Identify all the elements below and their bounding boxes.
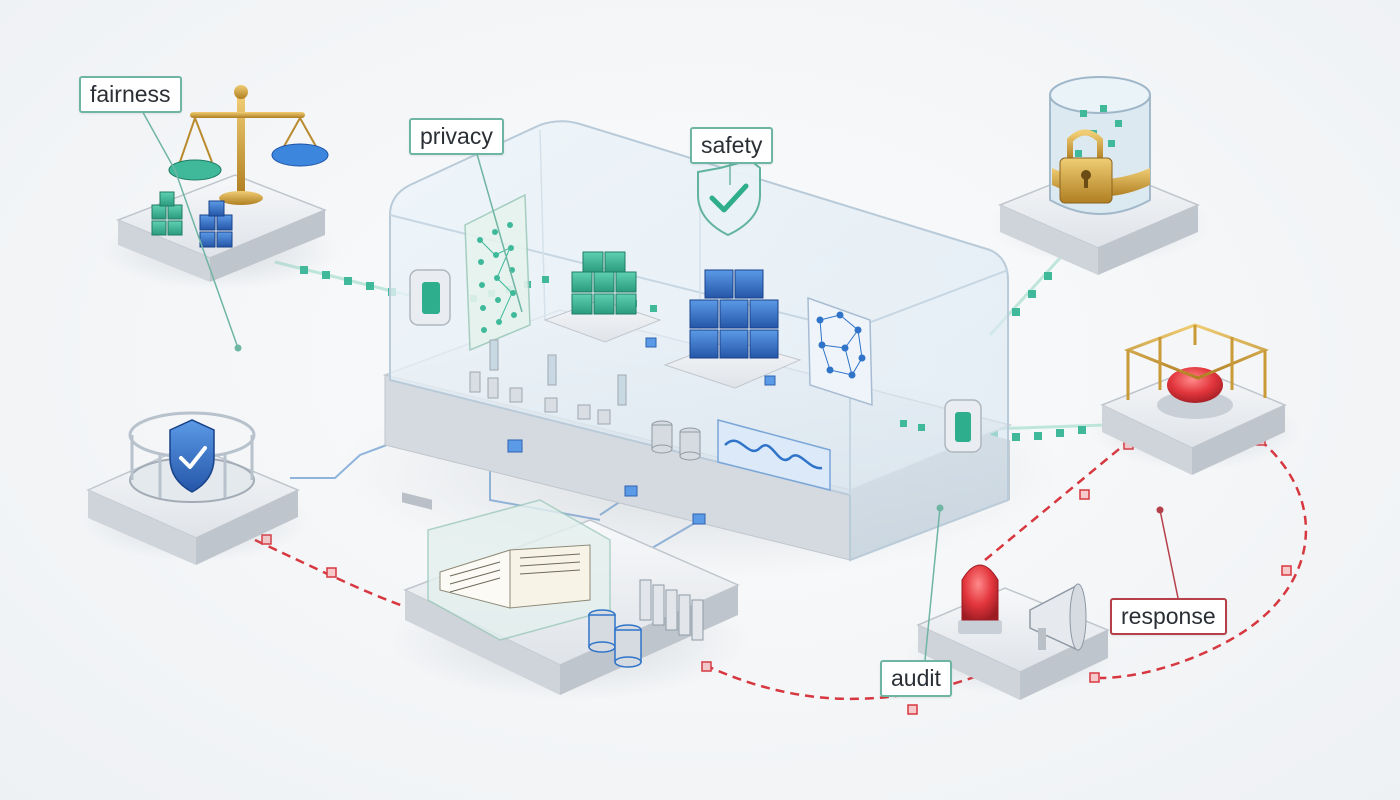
padlock-cylinder-icon [1049, 76, 1151, 215]
teal-data-cubes [543, 251, 662, 343]
monitoring-waveform-screen [717, 419, 831, 491]
callout-privacy: privacy [409, 118, 504, 155]
kill-switch-station [1090, 323, 1300, 475]
callout-safety: safety [690, 127, 774, 164]
database-icon [651, 420, 701, 461]
blue-connectors [507, 337, 776, 525]
shield-in-ring-icon [128, 411, 256, 503]
database-icon [588, 609, 642, 668]
alarm-station [905, 564, 1115, 700]
fairness-station [100, 85, 340, 290]
callout-audit: audit [880, 660, 952, 697]
server-rack-icon [639, 579, 704, 641]
red-beacon-megaphone-icon [958, 564, 1087, 652]
guardrail-station [80, 411, 310, 565]
control-switches [469, 339, 627, 425]
callout-response: response [1110, 598, 1227, 635]
secure-storage-station [990, 76, 1210, 275]
vent-grille [402, 492, 432, 510]
documentation-station [390, 499, 750, 700]
callout-fairness: fairness [79, 76, 182, 113]
shield-check-icon [697, 158, 761, 237]
central-ai-system [340, 120, 1060, 580]
privacy-panel [464, 193, 531, 352]
network-graph-panel [807, 296, 873, 407]
balance-scale-icon [168, 85, 329, 205]
blue-model-cubes [663, 269, 802, 389]
open-book-icon [427, 499, 611, 641]
caged-red-button-icon [1123, 323, 1270, 419]
